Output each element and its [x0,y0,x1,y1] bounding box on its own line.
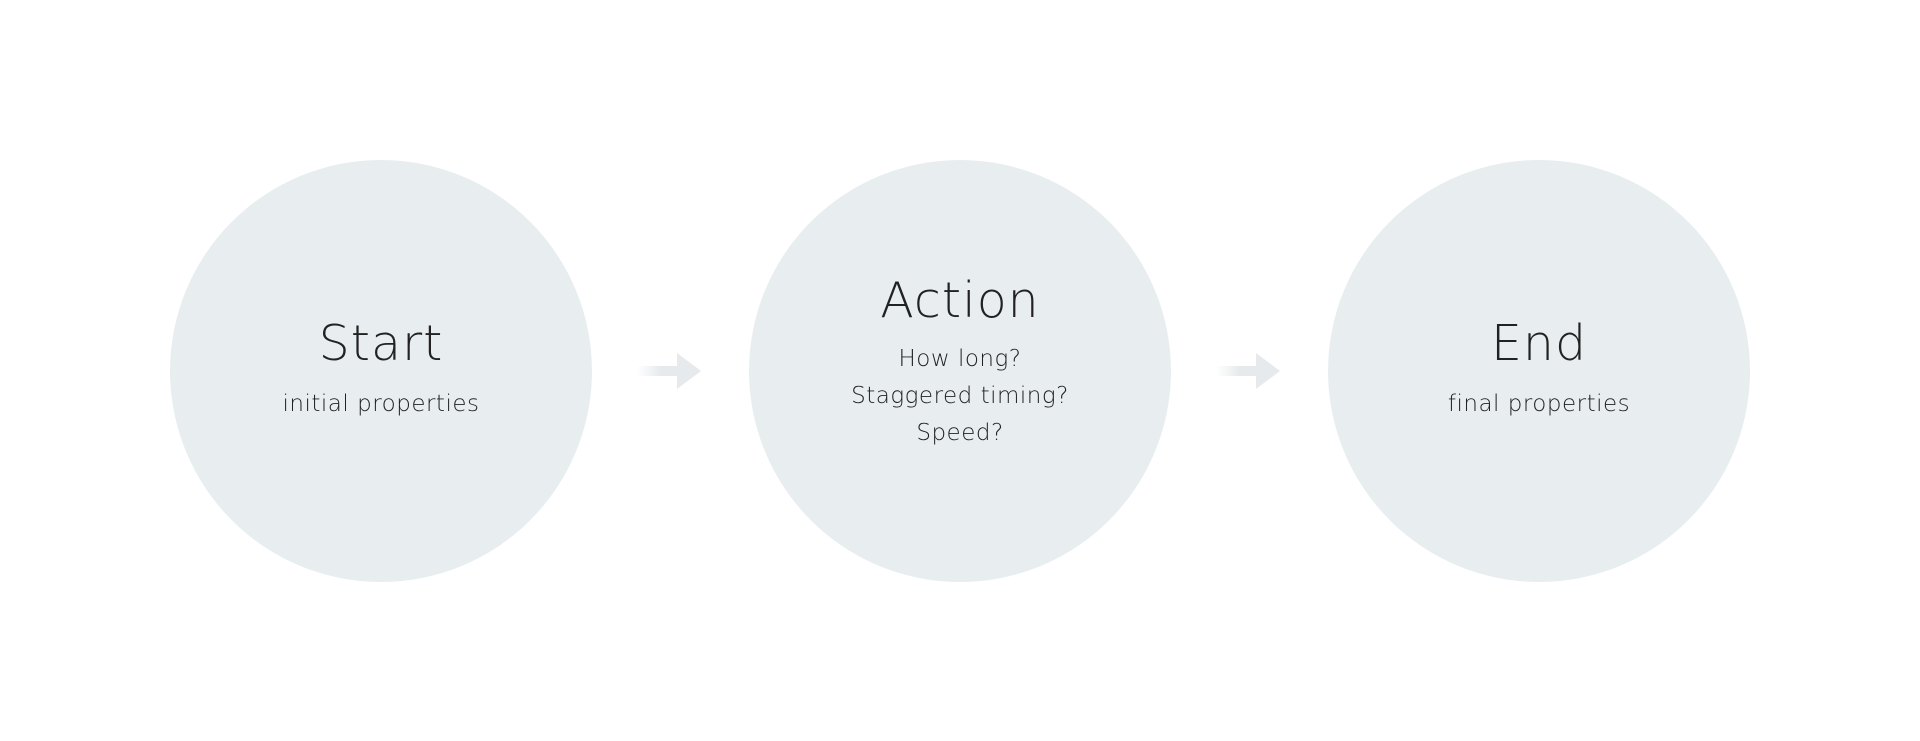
action-question-stagger: Staggered timing? [851,383,1069,409]
end-step: End final properties [1328,160,1750,582]
action-question-speed: Speed? [916,420,1004,446]
action-question-duration: How long? [898,346,1022,372]
start-title: Start [318,315,444,372]
action-step: Action How long? Staggered timing? Speed… [749,160,1171,582]
end-description: final properties [1447,391,1631,417]
end-title: End [1490,315,1588,372]
action-title: Action [880,272,1040,329]
start-description: initial properties [282,391,480,417]
right-arrow-icon [1216,353,1280,389]
right-arrow-icon [637,353,701,389]
start-step: Start initial properties [170,160,592,582]
